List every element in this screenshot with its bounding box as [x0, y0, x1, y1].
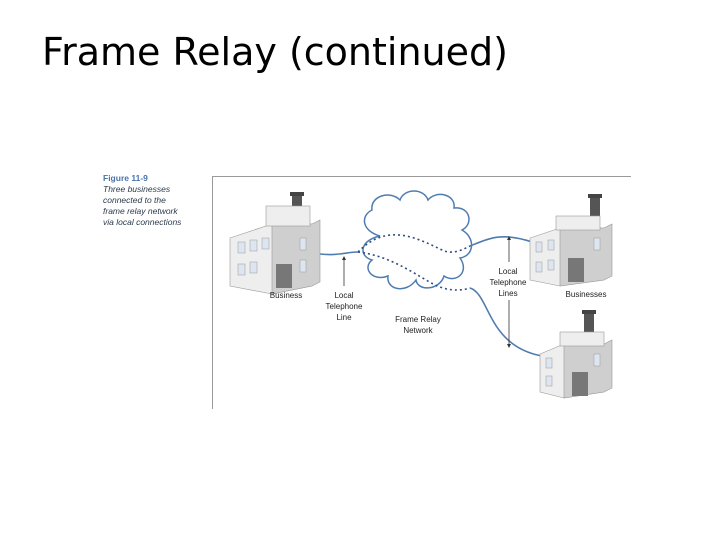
- building-icon: [229, 192, 321, 295]
- local-line-right-bottom: [469, 287, 543, 357]
- caption-line: Three businesses: [103, 184, 171, 194]
- frame-relay-cloud: [362, 190, 473, 290]
- cloud-label: Network: [403, 326, 433, 335]
- caption-line: frame relay network: [103, 206, 178, 216]
- figure-number: Figure 11-9: [103, 173, 148, 183]
- virtual-circuit-dotted: [357, 251, 471, 291]
- virtual-circuit-dotted: [357, 234, 471, 253]
- cloud-shape: [362, 190, 473, 290]
- right-line-label: Local: [498, 267, 517, 276]
- business-label: Business: [270, 291, 302, 300]
- figure-caption: Figure 11-9 Three businesses connected t…: [103, 173, 203, 228]
- building-icon: [539, 310, 613, 399]
- caption-line: via local connections: [103, 217, 182, 227]
- frame-relay-diagram: Business Local Telephone Line Frame Rela…: [229, 190, 613, 399]
- local-line-left: [319, 251, 359, 256]
- caption-line: connected to the: [103, 195, 166, 205]
- slide-title: Frame Relay (continued): [42, 30, 508, 74]
- right-line-label: Telephone: [490, 278, 527, 287]
- left-line-label: Line: [336, 313, 352, 322]
- cloud-label: Frame Relay: [395, 315, 441, 324]
- figure-frame: [212, 176, 631, 409]
- businesses-label: Businesses: [566, 290, 607, 299]
- building-icon: [529, 194, 613, 287]
- right-line-label: Lines: [498, 289, 517, 298]
- left-line-label: Local: [334, 291, 353, 300]
- local-line-right-top: [469, 236, 533, 247]
- left-line-label: Telephone: [326, 302, 363, 311]
